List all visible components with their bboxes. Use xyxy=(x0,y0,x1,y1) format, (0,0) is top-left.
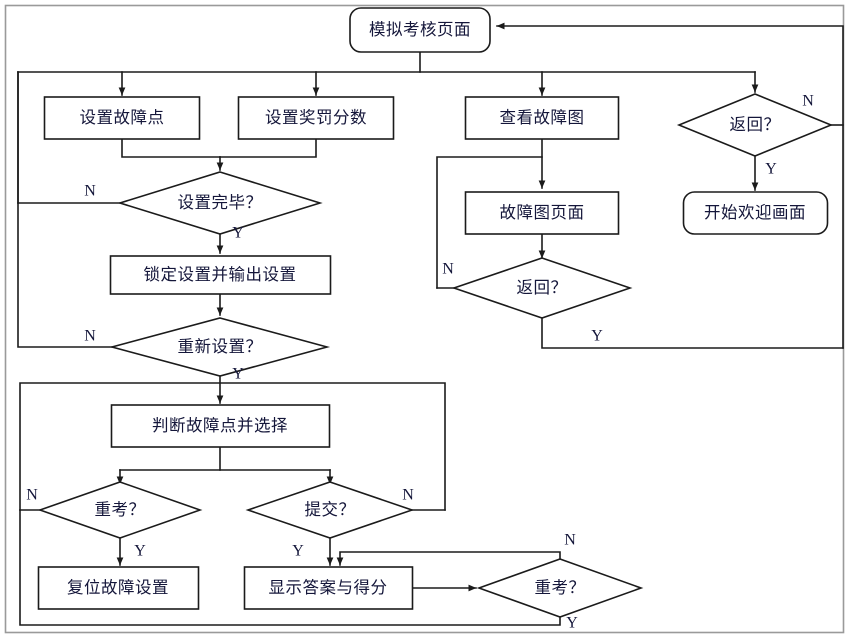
branch-label-resetq-n: N xyxy=(84,328,96,345)
node-reset-fault-settings-label: 复位故障设置 xyxy=(67,578,169,597)
node-fault-diagram-page[interactable]: 故障图页面 xyxy=(464,191,620,235)
node-submit-question-label: 提交？ xyxy=(305,500,356,519)
node-return-top[interactable]: 返回？ xyxy=(676,93,834,157)
node-fault-diagram-page-label: 故障图页面 xyxy=(500,203,585,222)
node-reset-settings-question-label: 重新设置？ xyxy=(178,337,263,356)
node-lock-and-output-label: 锁定设置并输出设置 xyxy=(144,265,297,284)
node-lock-and-output[interactable]: 锁定设置并输出设置 xyxy=(109,255,332,295)
node-layer: 模拟考核页面 设置故障点 设置奖罚分数 查看故障图 返回？ xyxy=(37,7,834,618)
node-retake-right[interactable]: 重考？ xyxy=(476,558,644,618)
connector-setfault-merge xyxy=(121,138,221,158)
node-return-middle-label: 返回？ xyxy=(517,278,568,297)
node-submit-question[interactable]: 提交？ xyxy=(245,481,415,539)
connector-resetq-no xyxy=(17,71,113,348)
node-set-fault-point-label: 设置故障点 xyxy=(80,108,165,127)
node-start-label: 模拟考核页面 xyxy=(369,20,471,39)
node-setup-done-label: 设置完毕？ xyxy=(178,193,263,212)
branch-label-returnmid-y: Y xyxy=(591,328,603,345)
node-return-top-label: 返回？ xyxy=(730,115,781,134)
branch-label-resetq-y: Y xyxy=(232,366,244,383)
connector-layer xyxy=(17,22,844,626)
node-retake-left-label: 重考？ xyxy=(95,500,146,519)
connector-retaker-no xyxy=(336,551,561,566)
node-welcome-screen[interactable]: 开始欢迎画面 xyxy=(682,191,829,235)
connector-figloop-left-leg xyxy=(436,156,543,289)
branch-label-layer: N Y N Y N Y N Y N Y N Y N Y xyxy=(26,93,814,632)
node-reset-fault-settings[interactable]: 复位故障设置 xyxy=(37,566,200,610)
branch-label-setdone-y: Y xyxy=(232,225,244,242)
branch-label-retaker-n: N xyxy=(564,532,576,549)
node-view-fault-diagram-label: 查看故障图 xyxy=(500,108,585,127)
branch-label-submit-y: Y xyxy=(292,543,304,560)
connector-right-rail-to-start xyxy=(496,22,844,349)
node-return-middle[interactable]: 返回？ xyxy=(451,257,633,319)
branch-label-returnmid-n: N xyxy=(442,261,454,278)
node-show-answer-score[interactable]: 显示答案与得分 xyxy=(243,566,414,610)
node-set-fault-point[interactable]: 设置故障点 xyxy=(43,96,201,140)
connector-exam-loop-frame xyxy=(19,382,446,511)
node-retake-right-label: 重考？ xyxy=(535,578,586,597)
connector-setscore-merge xyxy=(219,138,317,158)
node-judge-and-select-label: 判断故障点并选择 xyxy=(152,416,288,435)
node-view-fault-diagram[interactable]: 查看故障图 xyxy=(464,96,620,140)
connector-retaker-yes xyxy=(19,509,561,626)
branch-label-returntop-n: N xyxy=(802,93,814,110)
node-welcome-screen-label: 开始欢迎画面 xyxy=(704,203,806,222)
branch-label-retakel-n: N xyxy=(26,487,38,504)
node-reset-settings-question[interactable]: 重新设置？ xyxy=(108,317,331,377)
node-setup-done[interactable]: 设置完毕？ xyxy=(117,171,323,235)
branch-label-setdone-n: N xyxy=(84,183,96,200)
connector-returnmid-yes xyxy=(541,317,844,349)
node-retake-left[interactable]: 重考？ xyxy=(37,481,203,539)
branch-label-returntop-y: Y xyxy=(765,161,777,178)
node-set-score[interactable]: 设置奖罚分数 xyxy=(237,96,395,140)
branch-label-submit-n: N xyxy=(402,487,414,504)
node-set-score-label: 设置奖罚分数 xyxy=(265,108,367,127)
branch-label-retakel-y: Y xyxy=(134,543,146,560)
branch-label-retaker-y: Y xyxy=(566,615,578,632)
node-judge-and-select[interactable]: 判断故障点并选择 xyxy=(110,404,331,448)
node-show-answer-score-label: 显示答案与得分 xyxy=(269,578,388,597)
node-start[interactable]: 模拟考核页面 xyxy=(349,7,491,53)
